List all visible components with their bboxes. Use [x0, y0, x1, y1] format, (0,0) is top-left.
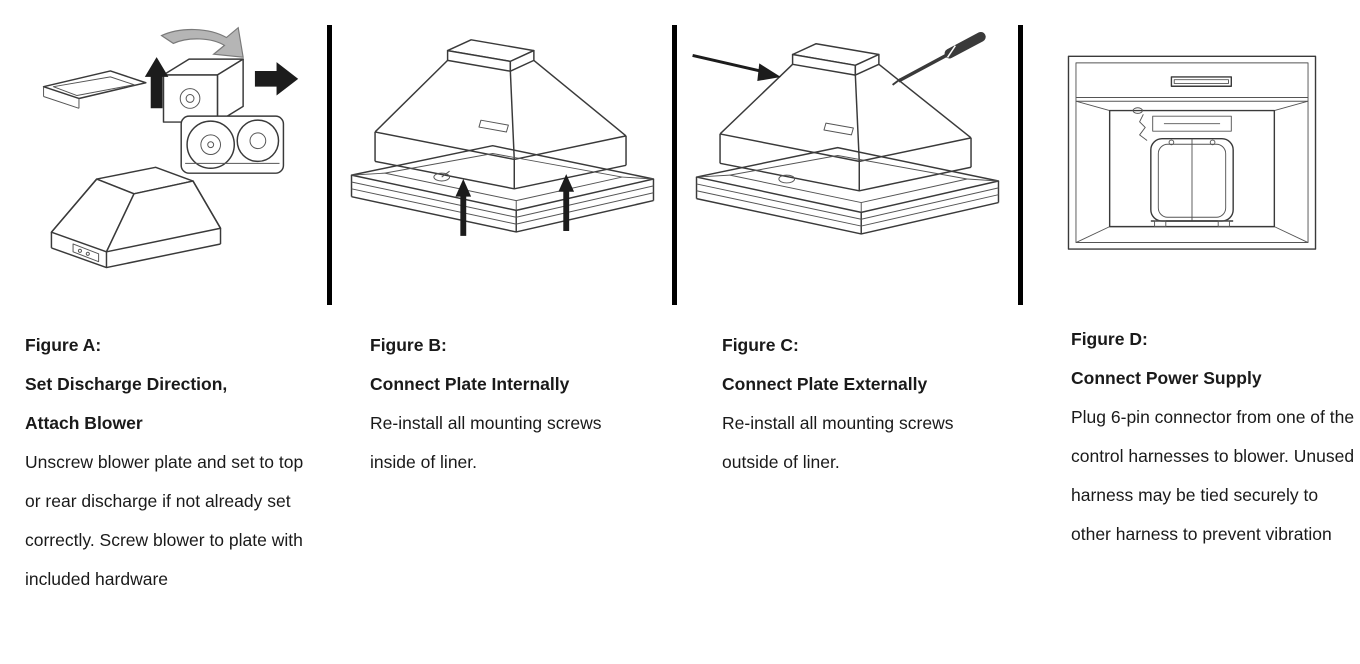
- figure-d-column: Figure D: Connect Power Supply Plug 6-pi…: [1023, 0, 1360, 664]
- blower-body: [1149, 137, 1234, 227]
- duct-box: [162, 58, 244, 123]
- rotate-arrow-icon: [160, 26, 244, 58]
- figure-a-body: Unscrew blower plate and set to top or r…: [25, 452, 304, 589]
- figure-c-illustration: [692, 31, 1000, 235]
- blower-plate: [42, 70, 147, 109]
- figure-b-box: [332, 0, 672, 310]
- column-divider: [1018, 25, 1023, 305]
- right-arrow-icon: [254, 62, 299, 96]
- figure-c-caption: Figure C: Connect Plate Externally Re-in…: [677, 310, 977, 482]
- figure-a-illustration: [42, 26, 299, 269]
- figure-b-column: Figure B: Connect Plate Internally Re-in…: [332, 0, 672, 664]
- screwdriver-icon: [892, 31, 986, 86]
- figure-a-column: Figure A: Set Discharge Direction, Attac…: [0, 0, 327, 664]
- figure-a-heading-line-1: Set Discharge Direction,: [25, 374, 228, 394]
- blower-unit: [180, 115, 285, 174]
- column-divider: [672, 25, 677, 305]
- figure-c-column: Figure C: Connect Plate Externally Re-in…: [677, 0, 1018, 664]
- figure-b-heading-line-1: Connect Plate Internally: [370, 374, 570, 394]
- figure-b-title: Figure B:: [370, 335, 447, 355]
- external-screw-arrow-icon: [692, 54, 781, 81]
- figure-c-body: Re-install all mounting screws outside o…: [722, 413, 954, 472]
- figure-c-heading-line-1: Connect Plate Externally: [722, 374, 928, 394]
- figure-b-illustration: [350, 39, 654, 236]
- figure-a-title: Figure A:: [25, 335, 102, 355]
- figure-d-heading-line-1: Connect Power Supply: [1071, 368, 1262, 388]
- hood-front-view: [1067, 55, 1316, 250]
- figure-c-box: [677, 0, 1018, 310]
- control-harness-cord: [1132, 106, 1147, 141]
- figure-b-caption: Figure B: Connect Plate Internally Re-in…: [332, 310, 622, 482]
- figure-c-title: Figure C:: [722, 335, 799, 355]
- figure-b-body: Re-install all mounting screws inside of…: [370, 413, 602, 472]
- figure-d-caption: Figure D: Connect Power Supply Plug 6-pi…: [1023, 310, 1360, 554]
- column-divider: [327, 25, 332, 305]
- figure-d-body: Plug 6-pin connector from one of the con…: [1071, 407, 1355, 544]
- hood-liner: [350, 39, 654, 233]
- figure-d-illustration: [1067, 55, 1316, 250]
- hood-liner: [695, 42, 1000, 235]
- internal-screw-arrow-icon: [557, 174, 574, 231]
- figure-d-box: [1023, 0, 1360, 310]
- figure-a-box: [0, 0, 327, 310]
- figure-d-title: Figure D:: [1071, 329, 1148, 349]
- figure-a-heading-line-2: Attach Blower: [25, 413, 143, 433]
- up-arrow-icon: [144, 57, 169, 109]
- internal-screw-arrow-icon: [454, 179, 471, 236]
- figure-a-caption: Figure A: Set Discharge Direction, Attac…: [0, 310, 317, 599]
- hood-canopy: [50, 166, 222, 269]
